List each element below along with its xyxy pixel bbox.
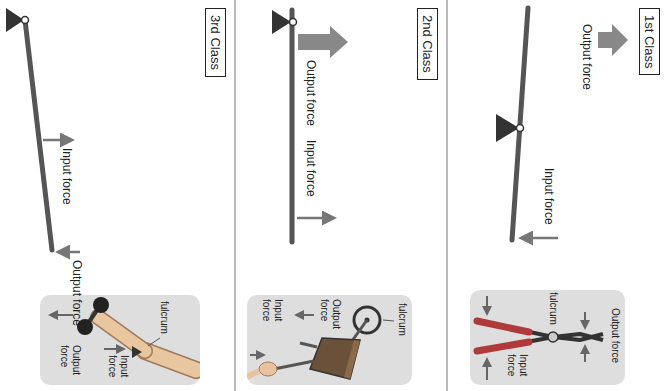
part-label: Output force xyxy=(318,299,342,335)
example-panel: Output force fulcrumInput force xyxy=(470,290,625,385)
pivot xyxy=(517,125,524,132)
part-label: Input force xyxy=(505,354,529,384)
class-title: 3rd Class xyxy=(205,8,226,77)
separator xyxy=(447,0,448,391)
example-panel: fulcrum Output force Input force xyxy=(247,295,412,385)
pivot xyxy=(290,19,297,26)
force-label: Output force xyxy=(70,260,84,326)
part-label: Input force xyxy=(106,355,130,383)
pliers-illustration xyxy=(470,290,625,385)
class-title-text: 1st Class xyxy=(642,15,657,68)
force-arrow xyxy=(297,217,334,220)
class-title-text: 3rd Class xyxy=(208,15,223,70)
force-arrow xyxy=(58,251,80,254)
force-label: Input force xyxy=(60,148,74,205)
part-label: Input force xyxy=(260,299,284,335)
class-title: 2nd Class xyxy=(417,8,438,80)
force-label: Input force xyxy=(542,168,556,225)
force-arrow xyxy=(598,24,628,56)
part-label: fulcrum xyxy=(396,303,408,336)
force-label: Input force xyxy=(304,140,318,197)
force-arrow xyxy=(521,237,558,240)
force-arrow xyxy=(43,139,72,142)
separator xyxy=(235,0,236,391)
part-label: fulcrum xyxy=(547,292,559,325)
force-arrow xyxy=(298,26,348,58)
fulcrum-triangle xyxy=(272,10,291,34)
part-label: fulcrum xyxy=(158,301,170,334)
lever-bar xyxy=(512,8,528,240)
example-panel: fulcrumInput force Output force xyxy=(40,295,200,385)
force-label: Output force xyxy=(580,24,594,90)
lever-bar xyxy=(25,20,52,250)
lever-bar xyxy=(290,10,295,242)
part-label: Output force xyxy=(58,345,82,381)
class-title: 1st Class xyxy=(639,8,660,75)
part-label: Output force xyxy=(609,308,621,363)
force-label: Output force xyxy=(304,60,318,126)
class-title-text: 2nd Class xyxy=(420,15,435,73)
pivot xyxy=(22,17,29,24)
fulcrum-triangle xyxy=(496,114,519,142)
